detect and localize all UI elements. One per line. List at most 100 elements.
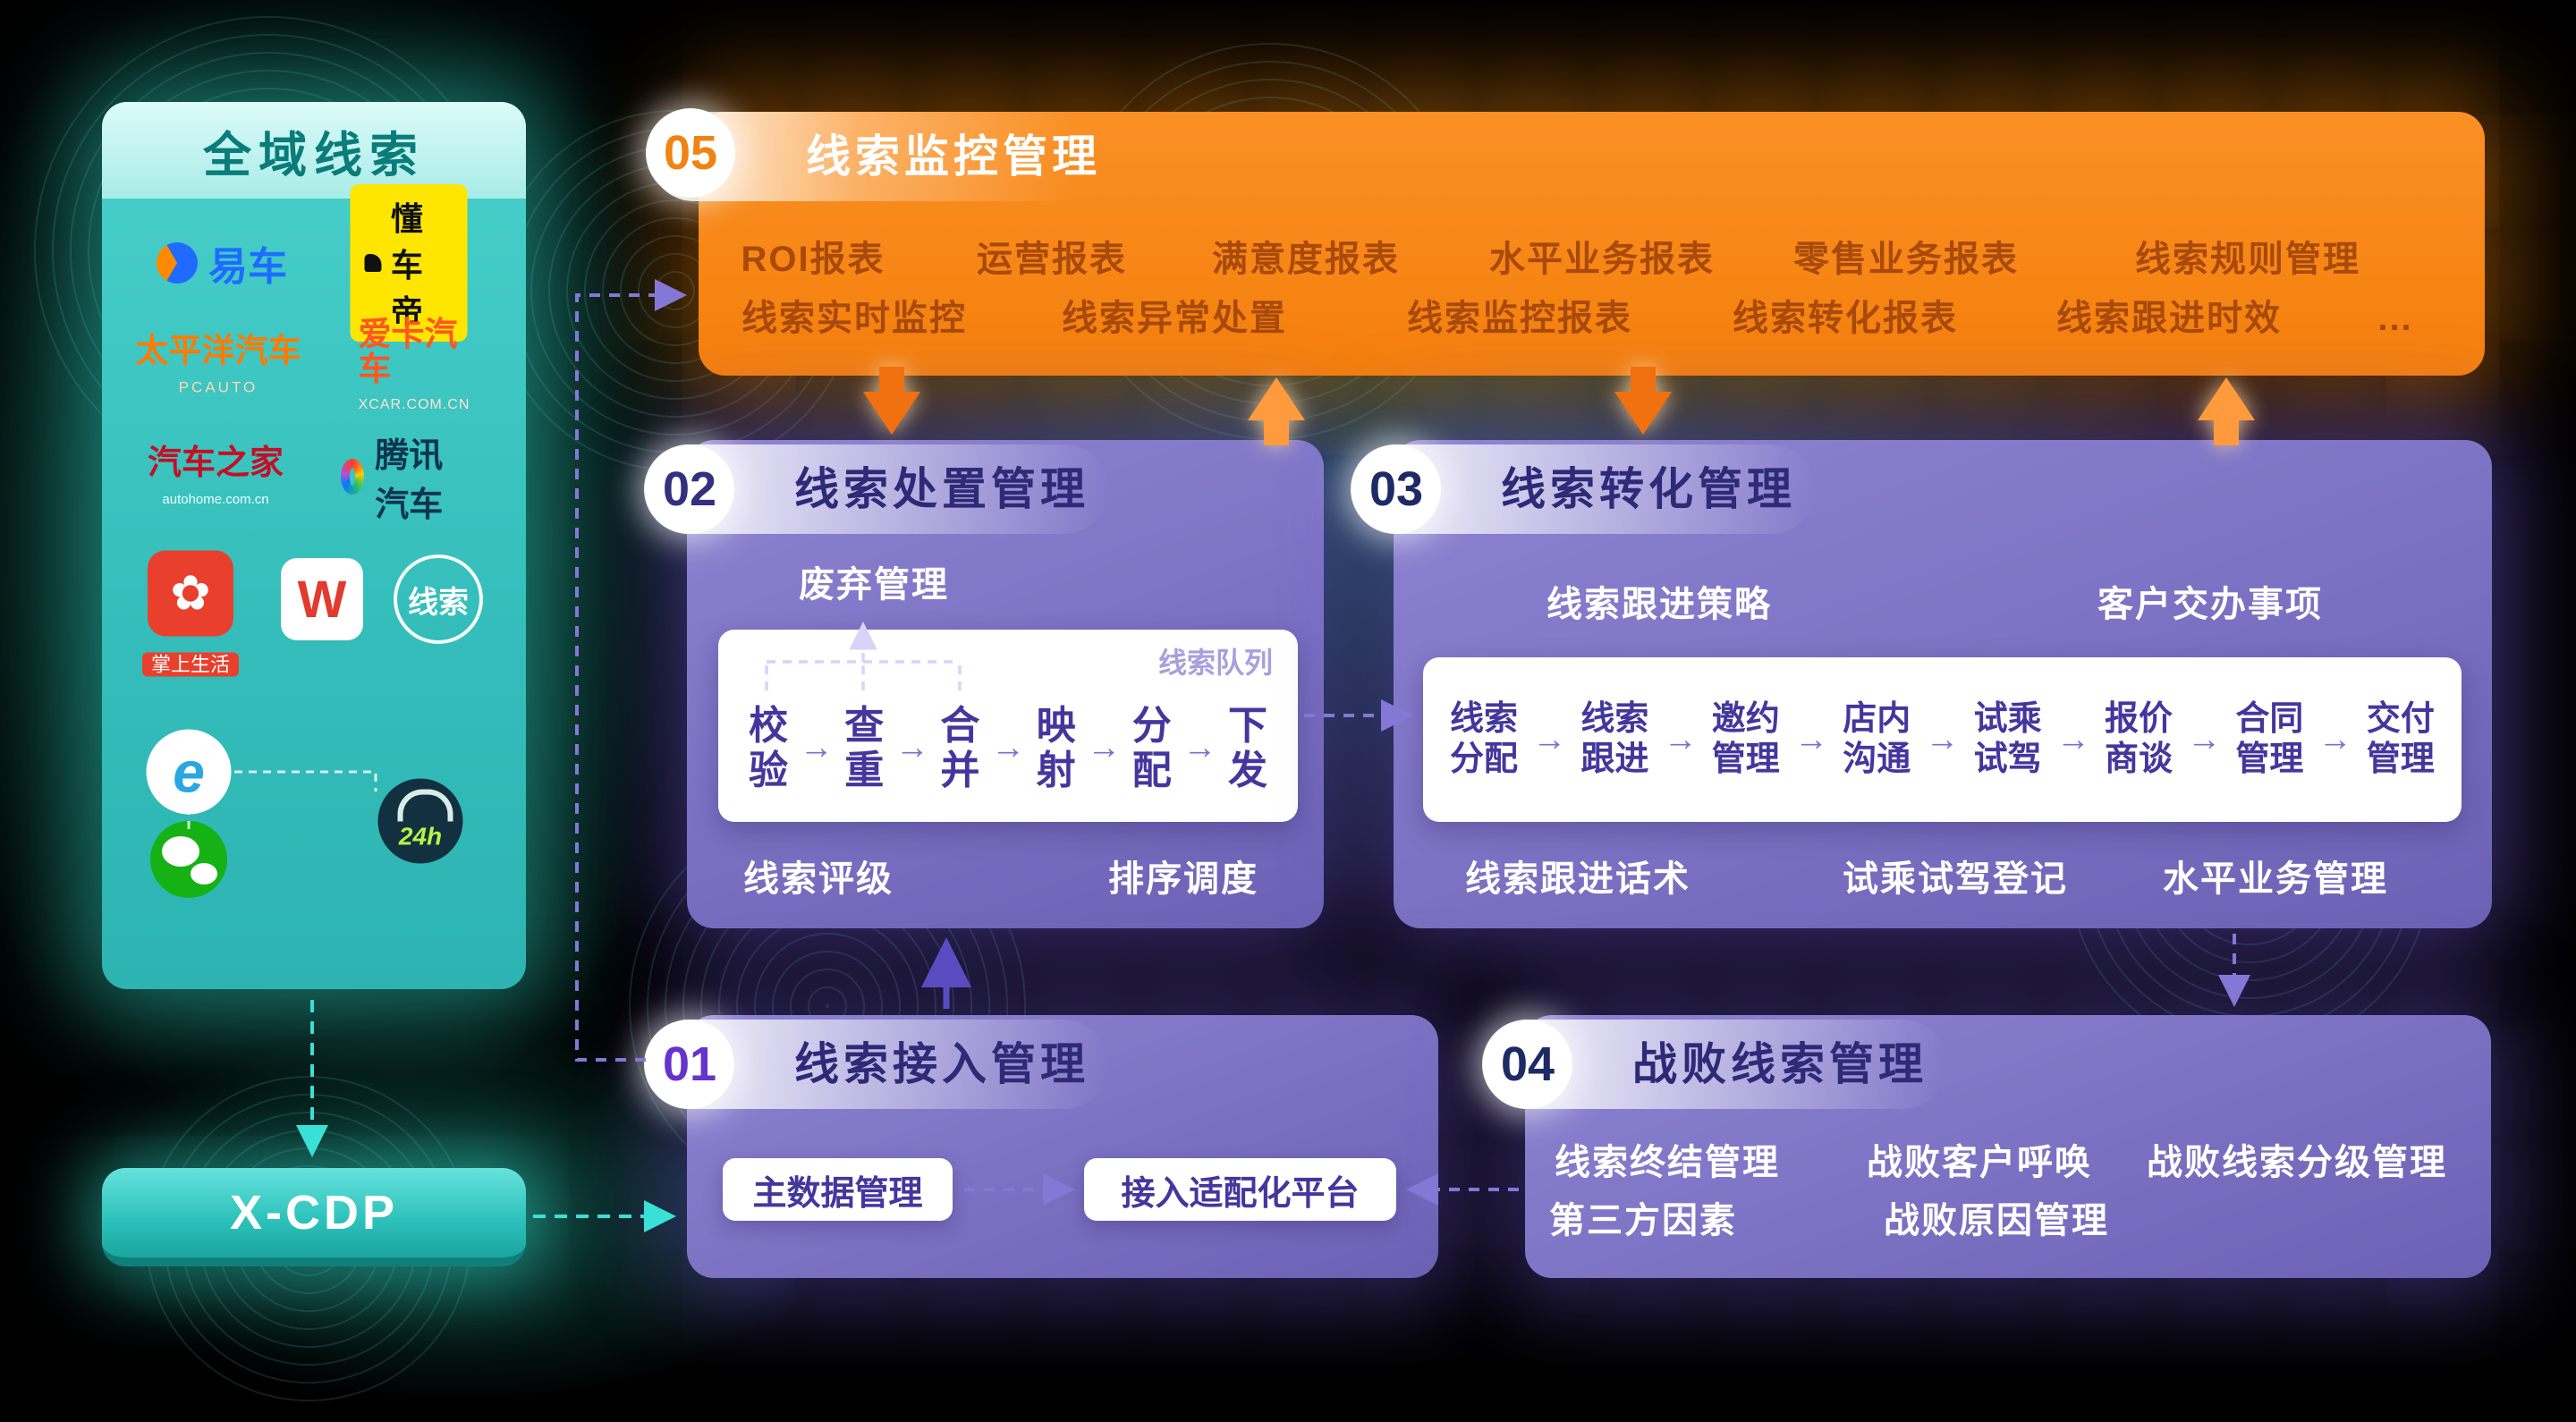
panel-lost-leads: 04 战败线索管理 线索终结管理 战败客户呼唤 战败线索分级管理 第三方因素 战… bbox=[1482, 1015, 2491, 1278]
pcauto-sub-label: PCAUTO bbox=[178, 378, 258, 396]
arrow-right-icon bbox=[1925, 721, 1959, 759]
arrow-right-icon bbox=[1532, 721, 1566, 759]
panel-lead-monitoring: 05 线索监控管理 ROI报表 运营报表 满意度报表 水平业务报表 零售业务报表… bbox=[646, 108, 2485, 376]
lead-queue-label: 线索队列 bbox=[1157, 647, 1273, 679]
arrow-right-icon bbox=[1182, 729, 1216, 767]
monitoring-item: 水平业务报表 bbox=[1489, 240, 1715, 279]
w-tile-icon: W bbox=[281, 558, 363, 640]
monitoring-item: 线索实时监控 bbox=[741, 299, 967, 338]
arrow-right-icon bbox=[1664, 721, 1698, 759]
discard-management-label: 废弃管理 bbox=[799, 565, 949, 605]
monitoring-item: ... bbox=[2377, 299, 2413, 338]
leads-circle-label: 线索 bbox=[394, 554, 483, 644]
arrow-right-icon bbox=[2187, 721, 2221, 759]
panel-03-badge: 03 bbox=[1352, 444, 1441, 534]
panel-04-badge: 04 bbox=[1483, 1020, 1572, 1109]
arrow-right-icon bbox=[1794, 721, 1828, 759]
monitoring-item: 线索转化报表 bbox=[1733, 299, 1958, 338]
lost-lead-item: 第三方因素 bbox=[1549, 1201, 1737, 1240]
flow-step: 合同管理 bbox=[2235, 700, 2304, 778]
ie-browser-icon: e bbox=[146, 729, 232, 815]
arrow-right-icon bbox=[2056, 721, 2090, 759]
tencent-auto-logo: 腾讯汽车 bbox=[341, 427, 464, 526]
leads-circle-logo: 线索 bbox=[394, 554, 483, 644]
flow-step: 邀约管理 bbox=[1711, 700, 1780, 778]
followup-script-label: 线索跟进话术 bbox=[1465, 859, 1690, 899]
flow-step: 线索分配 bbox=[1449, 700, 1518, 778]
panel-03-number: 03 bbox=[1368, 462, 1424, 516]
autohome-logo: 汽车之家 autohome.com.cn bbox=[147, 444, 284, 508]
monitoring-item: 运营报表 bbox=[977, 240, 1127, 279]
h24-label: 24h bbox=[398, 822, 443, 851]
conversion-flow: 线索分配 线索跟进 邀约管理 店内沟通 试乘试驾 报价商谈 合同管理 交付管理 bbox=[1446, 668, 2438, 811]
arrow-p02-up-to-p05 bbox=[1248, 377, 1305, 445]
panel-05-title: 线索监控管理 bbox=[806, 131, 1101, 182]
monitoring-item: ROI报表 bbox=[741, 240, 886, 279]
monitoring-item: 线索跟进时效 bbox=[2056, 299, 2282, 338]
arrow-right-icon bbox=[895, 729, 929, 767]
car-icon bbox=[364, 254, 382, 272]
yiche-logo: 易车 bbox=[157, 234, 287, 292]
monitoring-item: 线索异常处置 bbox=[1062, 299, 1287, 338]
yiche-label: 易车 bbox=[208, 245, 287, 289]
xcar-sub-label: XCAR.COM.CN bbox=[358, 396, 470, 412]
monitoring-item: 满意度报表 bbox=[1212, 240, 1400, 279]
panel-01-title: 线索接入管理 bbox=[794, 1039, 1089, 1089]
monitoring-item: 零售业务报表 bbox=[1793, 240, 2019, 279]
tencent-auto-label: 腾讯汽车 bbox=[375, 437, 444, 524]
lost-lead-item: 战败客户呼唤 bbox=[1867, 1143, 2092, 1182]
pcauto-logo: 太平洋汽车 PCAUTO bbox=[136, 334, 301, 396]
panel-03-title: 线索转化管理 bbox=[1501, 464, 1796, 514]
followup-strategy-label: 线索跟进策略 bbox=[1546, 585, 1772, 624]
headset-icon: 24h bbox=[377, 778, 463, 864]
wechat-icon bbox=[150, 821, 227, 898]
arrow-p01-to-p05 bbox=[575, 279, 687, 1062]
customer-tasks-label: 客户交办事项 bbox=[2097, 585, 2323, 624]
adapter-platform-box: 接入适配化平台 bbox=[1084, 1158, 1396, 1221]
disposal-flow: 校验 查重 合并 映射 分配 下发 bbox=[745, 689, 1271, 808]
lead-rating-label: 线索评级 bbox=[743, 859, 894, 899]
tencent-ring-icon bbox=[341, 459, 365, 495]
flow-step: 店内沟通 bbox=[1843, 700, 1911, 778]
zhangshang-life-label: 掌上生活 bbox=[141, 652, 240, 677]
arrow-right-icon bbox=[1087, 729, 1121, 767]
flow-step: 合并 bbox=[940, 704, 980, 792]
panel-02-number: 02 bbox=[662, 462, 717, 516]
panel-02-badge: 02 bbox=[645, 444, 734, 534]
autohome-sub-label: autohome.com.cn bbox=[162, 492, 269, 508]
master-data-box: 主数据管理 bbox=[723, 1158, 953, 1221]
arrow-p05-down-to-p03 bbox=[1614, 367, 1672, 435]
panel-lead-intake: 01 线索接入管理 主数据管理 接入适配化平台 bbox=[644, 1015, 1438, 1278]
conversion-flow-box: 线索分配 线索跟进 邀约管理 店内沟通 试乘试驾 报价商谈 合同管理 交付管理 bbox=[1423, 657, 2462, 822]
flower-icon bbox=[170, 568, 210, 619]
xcar-label: 爱卡汽车 bbox=[358, 315, 458, 387]
sidebar-title-text: 全域线索 bbox=[203, 128, 425, 182]
dongchedi-logo: 懂车帝 bbox=[350, 184, 468, 342]
lost-lead-item: 线索终结管理 bbox=[1555, 1143, 1780, 1182]
lost-lead-item: 战败线索分级管理 bbox=[2147, 1143, 2447, 1182]
lead-queue-box: 线索队列 校验 查重 合并 映射 分配 下发 bbox=[718, 630, 1298, 822]
panel-05-number: 05 bbox=[663, 126, 718, 180]
horizontal-business-label: 水平业务管理 bbox=[2163, 859, 2388, 899]
monitoring-item: 线索监控报表 bbox=[1407, 299, 1632, 338]
service-24h-icon: 24h bbox=[377, 778, 463, 864]
flow-step: 线索跟进 bbox=[1580, 700, 1649, 778]
xcdp-label: X-CDP bbox=[229, 1186, 398, 1240]
testdrive-register-label: 试乘试驾登记 bbox=[1843, 859, 2068, 899]
panel-01-badge: 01 bbox=[645, 1020, 734, 1109]
autohome-label: 汽车之家 bbox=[147, 444, 284, 483]
panel-02-title: 线索处置管理 bbox=[794, 464, 1089, 514]
omni-leads-sidebar: 全域线索 易车 懂车帝 太平洋汽车 PCAUTO 爱卡汽车 XCAR.COM.C… bbox=[102, 102, 526, 989]
xcar-logo: 爱卡汽车 XCAR.COM.CN bbox=[359, 317, 470, 412]
arrow-p05-down-to-p02 bbox=[863, 367, 920, 435]
sidebar-title: 全域线索 bbox=[102, 102, 526, 199]
sort-schedule-label: 排序调度 bbox=[1108, 859, 1258, 899]
panel-04-title: 战败线索管理 bbox=[1632, 1039, 1928, 1089]
monitoring-item: 线索规则管理 bbox=[2135, 240, 2360, 279]
pcauto-label: 太平洋汽车 bbox=[135, 332, 301, 369]
w-logo: W bbox=[281, 558, 363, 640]
dongchedi-badge: 懂车帝 bbox=[350, 184, 468, 342]
panel-lead-conversion: 03 线索转化管理 线索跟进策略 客户交办事项 线索分配 线索跟进 邀约管理 店… bbox=[1351, 440, 2492, 928]
arrow-right-icon bbox=[800, 729, 834, 767]
